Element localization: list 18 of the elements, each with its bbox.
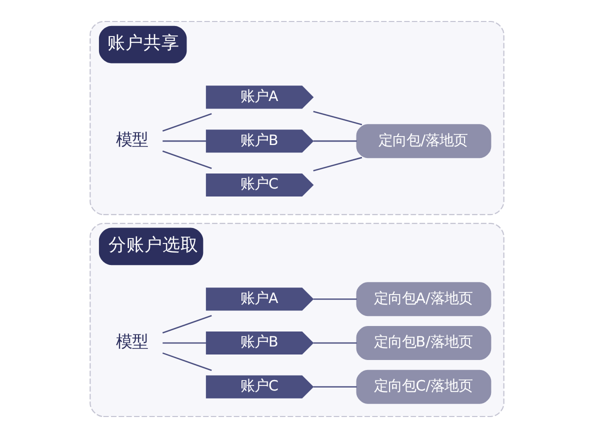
connector [162,352,212,371]
connector [162,315,212,334]
node-box: 定向包/落地页 [356,124,492,158]
node-text: 模型 [116,130,148,149]
node-text: 模型 [116,332,148,351]
connector [162,140,206,142]
connector [162,342,206,344]
node-box: 定向包B/落地页 [356,326,492,360]
node-box: 定向包A/落地页 [356,282,492,316]
connector [313,140,357,142]
connector [313,110,362,126]
connector [313,298,357,300]
connector [162,150,212,170]
connector [313,386,357,388]
connector [313,342,357,344]
node-box: 定向包C/落地页 [356,370,492,404]
connector [162,113,212,132]
connector [313,156,362,172]
